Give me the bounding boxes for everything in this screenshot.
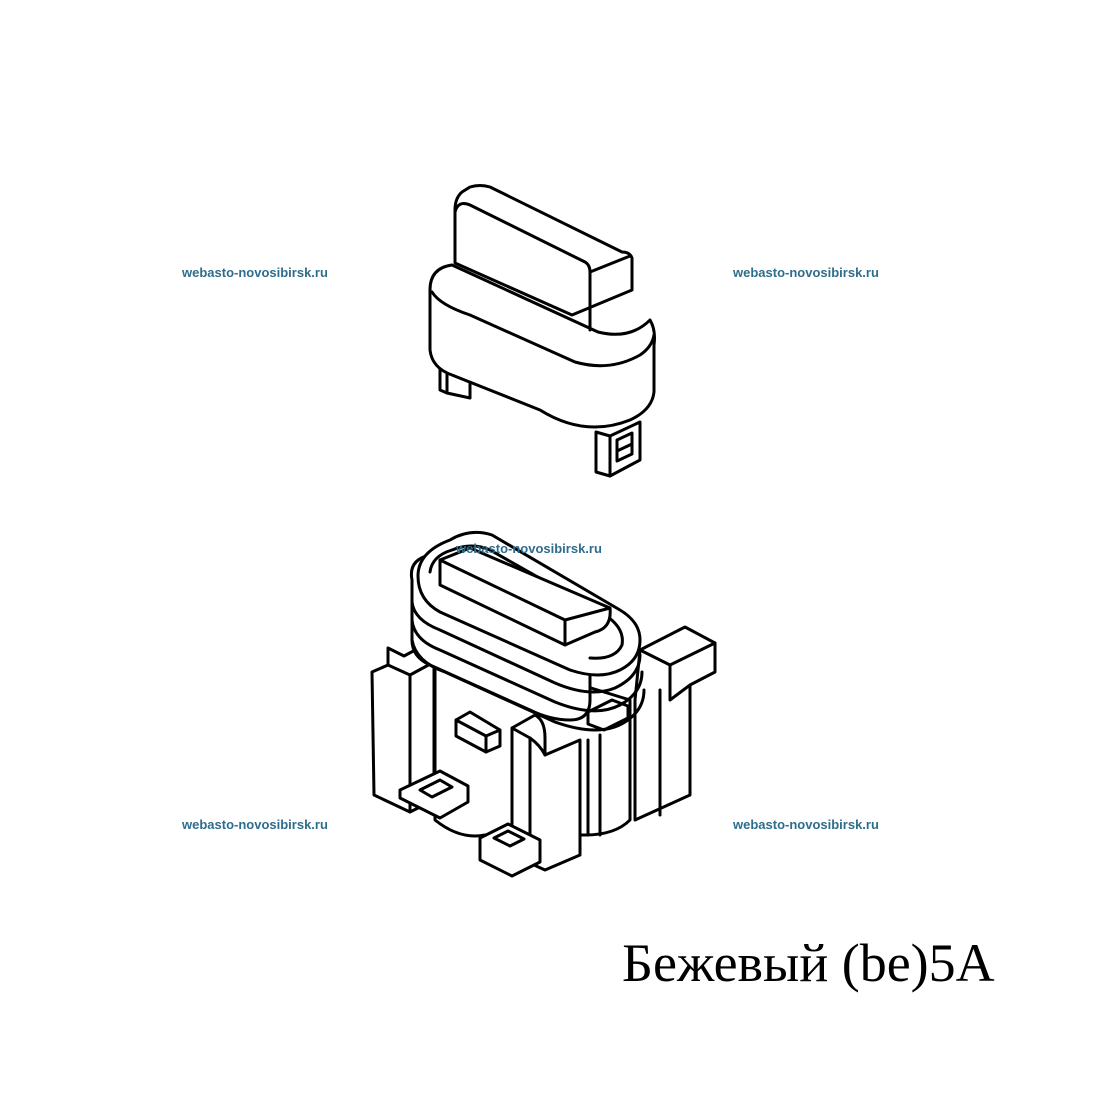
- watermark-text: webasto-novosibirsk.ru: [733, 265, 879, 280]
- fuse-color-rating-caption: Бежевый (be)5A: [622, 933, 995, 993]
- watermark-text: webasto-novosibirsk.ru: [456, 541, 602, 556]
- watermark-text: webasto-novosibirsk.ru: [182, 265, 328, 280]
- watermark-text: webasto-novosibirsk.ru: [182, 817, 328, 832]
- watermark-text: webasto-novosibirsk.ru: [733, 817, 879, 832]
- fuse-holder-base: [370, 530, 717, 878]
- fuse-holder-cover: [428, 184, 656, 478]
